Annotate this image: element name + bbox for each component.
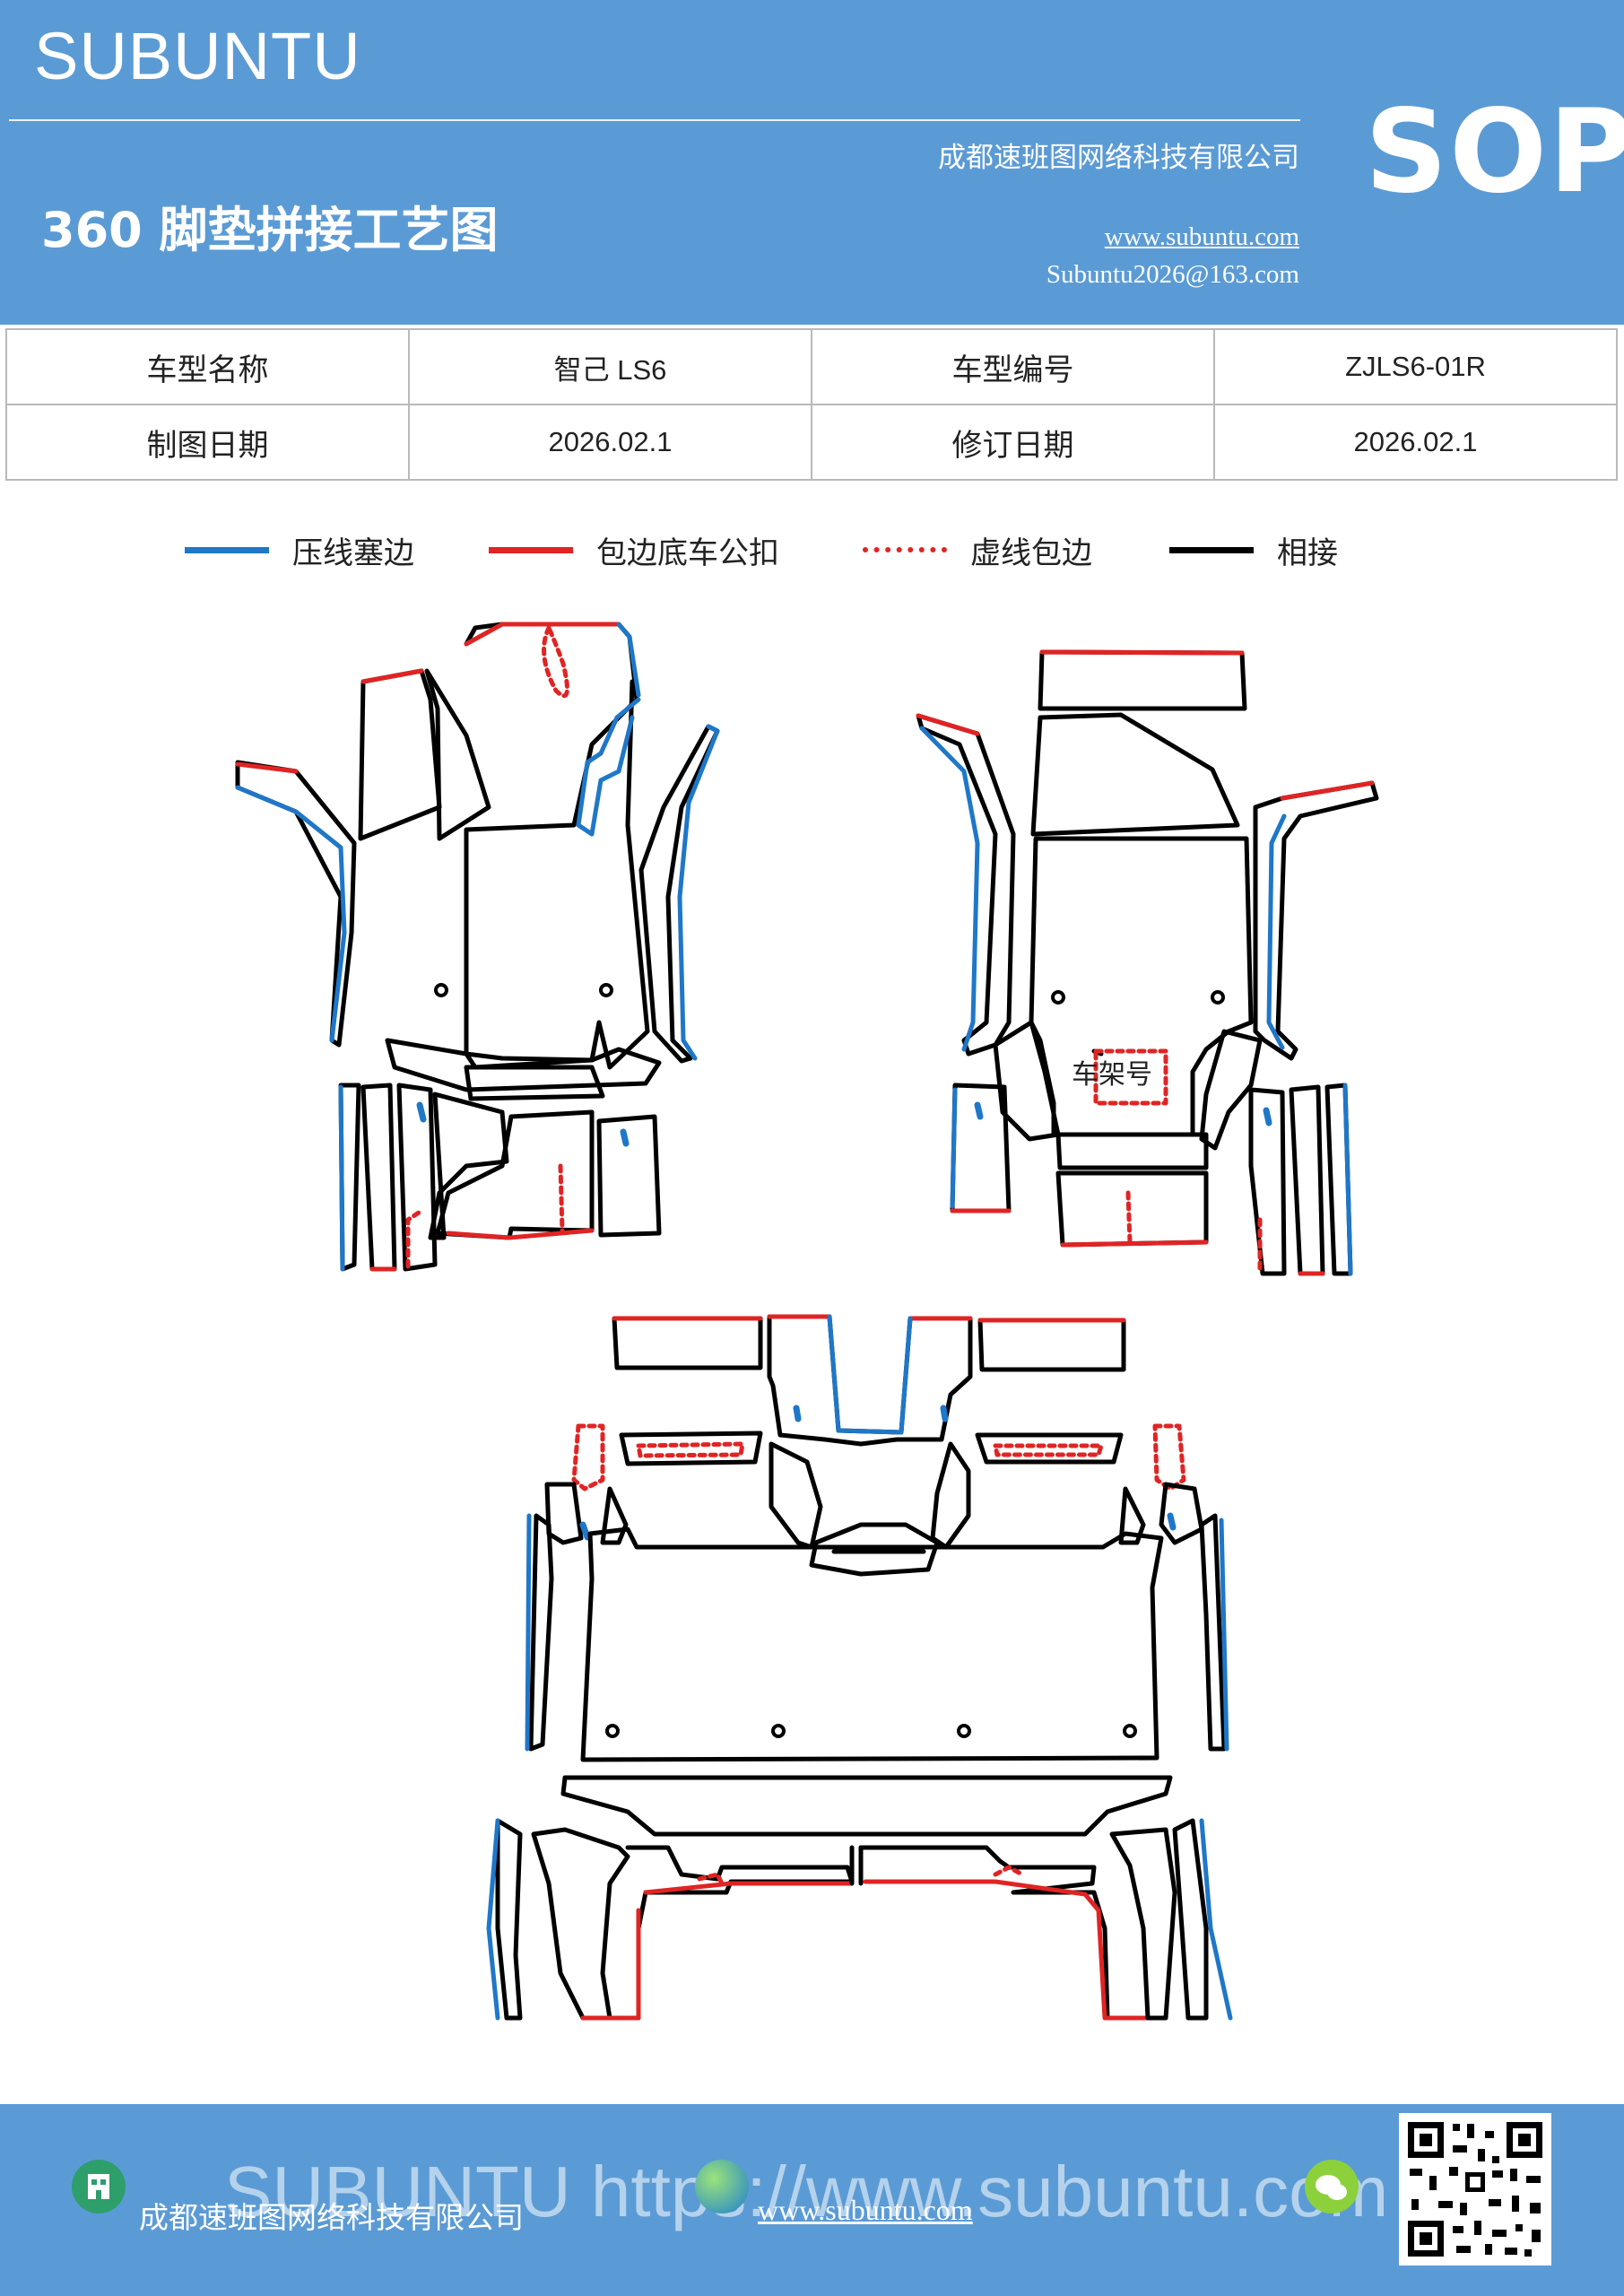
building-icon	[72, 2160, 126, 2213]
footer-website-link[interactable]: www.subuntu.com	[758, 2194, 973, 2226]
legend-edge-buckle: 包边底车公扣	[489, 527, 779, 572]
contact-email[interactable]: Subuntu2026@163.com	[1046, 260, 1299, 289]
rear-mat-group	[486, 1314, 1233, 2021]
page-footer: SUBUNTU https://www.subuntu.com 成都速班图网络科…	[0, 2104, 1624, 2296]
revision-date-value: 2026.02.1	[1213, 404, 1618, 481]
right-front-mat-group: 车架号	[916, 649, 1379, 1276]
model-code-label: 车型编号	[811, 328, 1215, 405]
draw-date-label: 制图日期	[5, 404, 410, 481]
page-header: SUBUNTU 成都速班图网络科技有限公司 360 脚垫拼接工艺图 www.su…	[0, 0, 1624, 325]
legend-swatch-red-dotted	[863, 547, 947, 552]
footer-watermark: SUBUNTU https://www.subuntu.com	[224, 2152, 1389, 2231]
header-divider	[9, 119, 1300, 121]
legend-join: 相接	[1169, 527, 1338, 572]
legend-swatch-black	[1169, 546, 1254, 553]
wechat-icon	[1305, 2160, 1359, 2213]
vehicle-info-table: 车型名称 智己 LS6 车型编号 ZJLS6-01R 制图日期 2026.02.…	[5, 328, 1618, 481]
floor-mat-diagram: 车架号	[235, 622, 1379, 2021]
model-code-value: ZJLS6-01R	[1213, 328, 1618, 405]
footer-company: 成都速班图网络科技有限公司	[139, 2200, 524, 2235]
legend-label: 压线塞边	[292, 535, 414, 571]
sop-badge: SOP	[1365, 85, 1624, 219]
document-title: 360 脚垫拼接工艺图	[41, 202, 499, 258]
left-front-mat-group	[235, 622, 720, 1272]
legend-label: 虚线包边	[970, 535, 1092, 571]
revision-date-label: 修订日期	[811, 404, 1215, 481]
legend-swatch-blue	[185, 546, 269, 553]
table-row: 车型名称 智己 LS6 车型编号 ZJLS6-01R	[5, 328, 1618, 405]
table-row: 制图日期 2026.02.1 修订日期 2026.02.1	[5, 404, 1618, 481]
legend-swatch-red	[489, 546, 573, 553]
qr-code	[1399, 2113, 1551, 2266]
legend-press-line: 压线塞边	[185, 527, 414, 572]
globe-icon	[695, 2160, 749, 2213]
legend-label: 相接	[1277, 535, 1338, 571]
legend-label: 包边底车公扣	[596, 535, 779, 571]
company-name: 成都速班图网络科技有限公司	[938, 142, 1299, 174]
legend-dotted-edge: 虚线包边	[863, 527, 1092, 572]
model-name-label: 车型名称	[5, 328, 410, 405]
brand-logo-text: SUBUNTU	[34, 19, 361, 93]
draw-date-value: 2026.02.1	[408, 404, 812, 481]
website-link[interactable]: www.subuntu.com	[1104, 222, 1299, 251]
model-name-value: 智己 LS6	[408, 328, 812, 405]
vin-label: 车架号	[1072, 1059, 1152, 1091]
